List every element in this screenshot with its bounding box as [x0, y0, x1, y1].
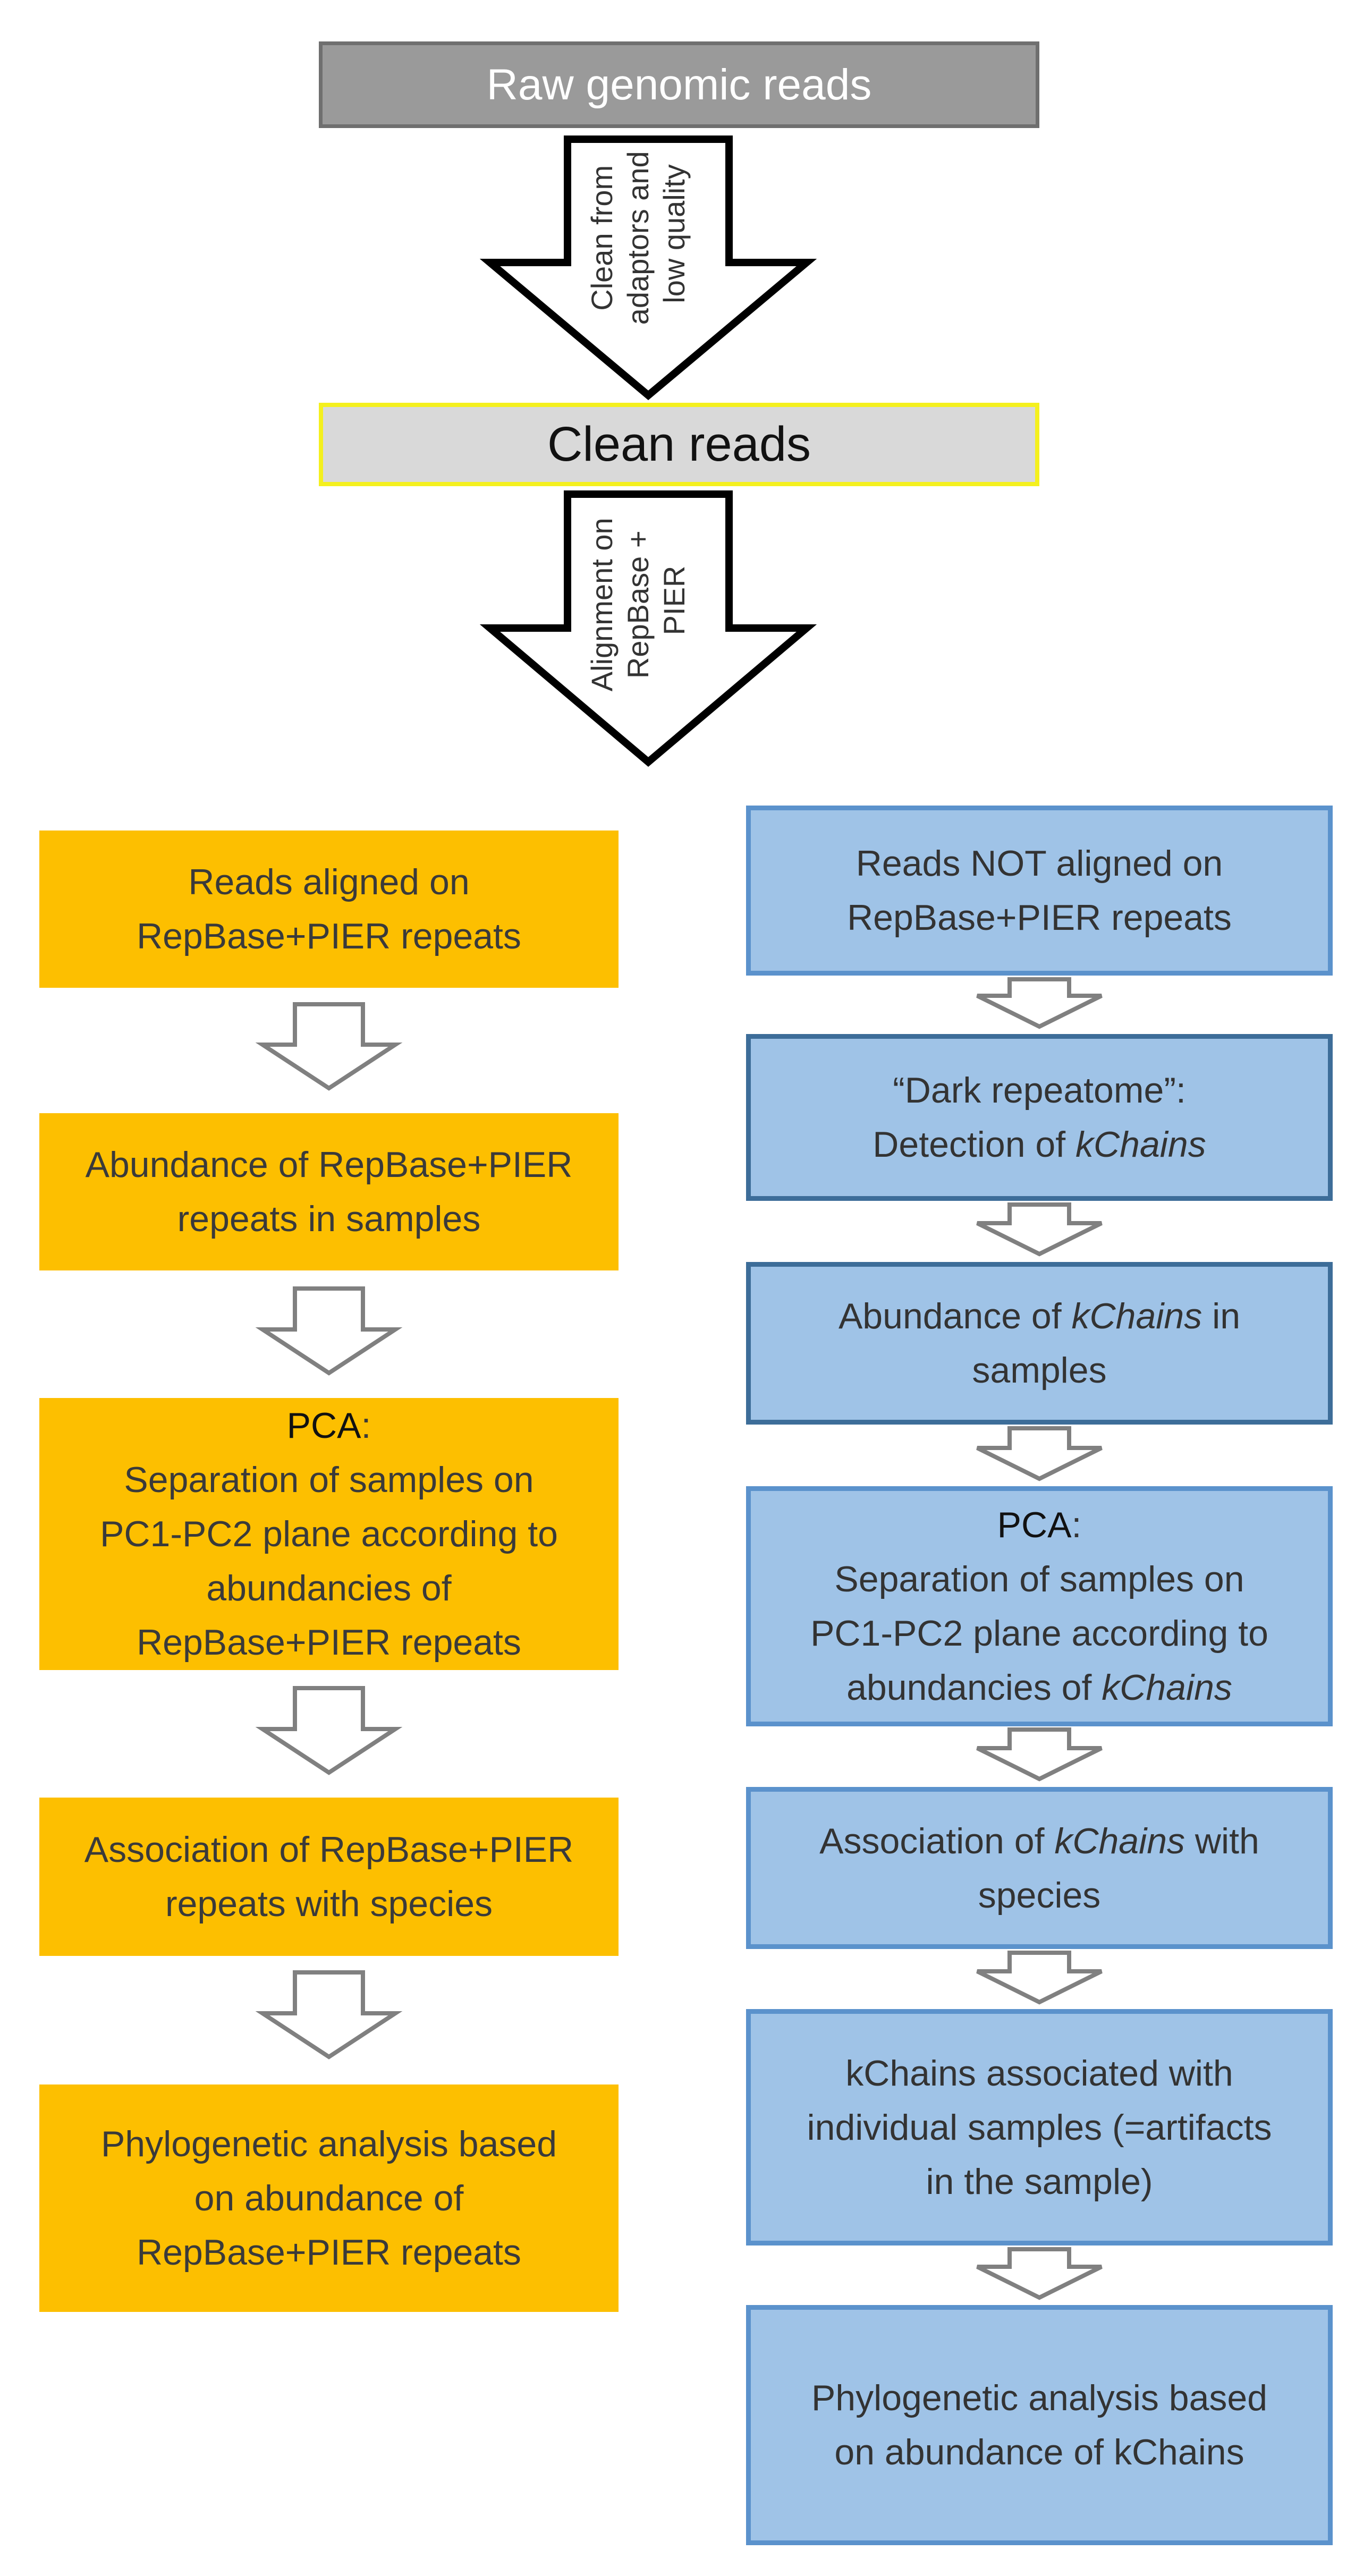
right-association-box: Association of kChains with species: [746, 1787, 1333, 1949]
box-text-line: “Dark repeatome”:: [893, 1070, 1186, 1111]
kchains-term: kChains: [1102, 1667, 1232, 1708]
pca-heading: PCA:: [997, 1498, 1082, 1552]
connector-arrow: [976, 1202, 1103, 1257]
box-text-line: abundancies of: [206, 1568, 452, 1608]
arrow-alignment-label-line: PIER: [657, 566, 691, 635]
pca-heading-colon: :: [361, 1405, 371, 1446]
box-text-line: Phylogenetic analysis based: [100, 2124, 557, 2164]
right-phylogenetic-box: Phylogenetic analysis based on abundance…: [746, 2305, 1333, 2545]
box-text-line: PC1-PC2 plane according to: [810, 1613, 1268, 1654]
left-phylogenetic-box: Phylogenetic analysis based on abundance…: [39, 2084, 619, 2312]
connector-arrow: [976, 1727, 1103, 1782]
text-segment: Detection of: [873, 1124, 1076, 1165]
kchains-term: kChains: [1054, 1820, 1185, 1861]
box-text-line: Separation of samples on: [834, 1559, 1244, 1599]
right-artifacts-box: kChains associated with individual sampl…: [746, 2009, 1333, 2245]
right-abundance-box: Abundance of kChains in samples: [746, 1262, 1333, 1425]
box-text-line: repeats with species: [165, 1884, 493, 1924]
right-dark-repeatome-box: “Dark repeatome”: Detection of kChains: [746, 1034, 1333, 1201]
box-text-line: species: [978, 1875, 1101, 1916]
kchains-term: kChains: [1071, 1296, 1202, 1336]
box-text-line: abundancies of kChains: [846, 1660, 1232, 1715]
box-text-line: Phylogenetic analysis based: [811, 2378, 1268, 2418]
box-text-line: on abundance of: [194, 2178, 464, 2218]
box-text-line: kChains associated with: [845, 2053, 1233, 2094]
connector-arrow: [255, 1686, 403, 1775]
connector-arrow: [255, 1970, 403, 2060]
arrow-clean-label-line: adaptors and: [621, 151, 655, 325]
left-aligned-reads-box: Reads aligned on RepBase+PIER repeats: [39, 831, 619, 988]
big-arrow-clean: Clean from adaptors and low quality: [479, 135, 817, 401]
box-text-line: Abundance of RepBase+PIER: [85, 1145, 573, 1185]
left-pca-box: PCA: Separation of samples on PC1-PC2 pl…: [39, 1398, 619, 1670]
box-text-line: Association of kChains with: [819, 1814, 1259, 1868]
text-segment: in: [1202, 1296, 1241, 1336]
big-arrow-alignment: Alignment on RepBase + PIER: [479, 490, 817, 767]
arrow-alignment-label: Alignment on RepBase + PIER: [585, 510, 691, 691]
box-text-line: Separation of samples on: [124, 1460, 534, 1500]
box-text-line: RepBase+PIER repeats: [137, 1622, 521, 1663]
box-text-line: Reads NOT aligned on: [856, 843, 1223, 884]
pca-heading-word: PCA: [997, 1505, 1072, 1545]
right-unaligned-reads-box: Reads NOT aligned on RepBase+PIER repeat…: [746, 806, 1333, 976]
left-abundance-box: Abundance of RepBase+PIER repeats in sam…: [39, 1113, 619, 1270]
arrow-clean-label-line: Clean from: [585, 165, 619, 311]
connector-arrow: [976, 977, 1103, 1029]
box-text-line: repeats in samples: [177, 1199, 481, 1239]
kchains-term: kChains: [1075, 1124, 1206, 1165]
arrow-clean-label: Clean from adaptors and low quality: [585, 143, 691, 325]
box-text-line: RepBase+PIER repeats: [137, 916, 521, 956]
box-text-line: Reads aligned on: [188, 862, 470, 902]
text-segment: Abundance of: [838, 1296, 1072, 1336]
text-segment: abundancies of: [846, 1667, 1102, 1708]
arrow-alignment-label-line: RepBase +: [621, 530, 655, 679]
text-segment: with: [1185, 1820, 1259, 1861]
clean-reads-box: Clean reads: [319, 403, 1039, 486]
box-text-line: Abundance of kChains in: [839, 1289, 1240, 1343]
box-text-line: Association of RepBase+PIER: [84, 1829, 574, 1870]
box-text-line: samples: [972, 1350, 1107, 1391]
arrow-clean-label-line: low quality: [657, 164, 691, 303]
pca-heading-word: PCA: [286, 1405, 361, 1446]
box-text-line: Detection of kChains: [873, 1117, 1206, 1172]
box-text-line: PC1-PC2 plane according to: [100, 1514, 558, 1554]
box-text-line: individual samples (=artifacts: [807, 2107, 1272, 2148]
connector-arrow: [255, 1002, 403, 1091]
connector-arrow: [976, 2247, 1103, 2300]
box-text-line: RepBase+PIER repeats: [847, 897, 1232, 938]
arrow-alignment-label-line: Alignment on: [585, 518, 619, 691]
text-segment: Association of: [819, 1820, 1055, 1861]
box-text-line: RepBase+PIER repeats: [137, 2232, 521, 2273]
raw-reads-label: Raw genomic reads: [486, 60, 872, 109]
pca-heading: PCA:: [287, 1399, 371, 1453]
connector-arrow: [976, 1951, 1103, 2005]
connector-arrow: [255, 1286, 403, 1376]
raw-reads-box: Raw genomic reads: [319, 41, 1039, 128]
clean-reads-label: Clean reads: [547, 417, 811, 471]
box-text-line: in the sample): [926, 2161, 1153, 2202]
left-association-box: Association of RepBase+PIER repeats with…: [39, 1798, 619, 1956]
pca-heading-colon: :: [1071, 1505, 1082, 1545]
right-pca-box: PCA: Separation of samples on PC1-PC2 pl…: [746, 1486, 1333, 1726]
connector-arrow: [976, 1426, 1103, 1481]
box-text-line: on abundance of kChains: [834, 2432, 1244, 2472]
